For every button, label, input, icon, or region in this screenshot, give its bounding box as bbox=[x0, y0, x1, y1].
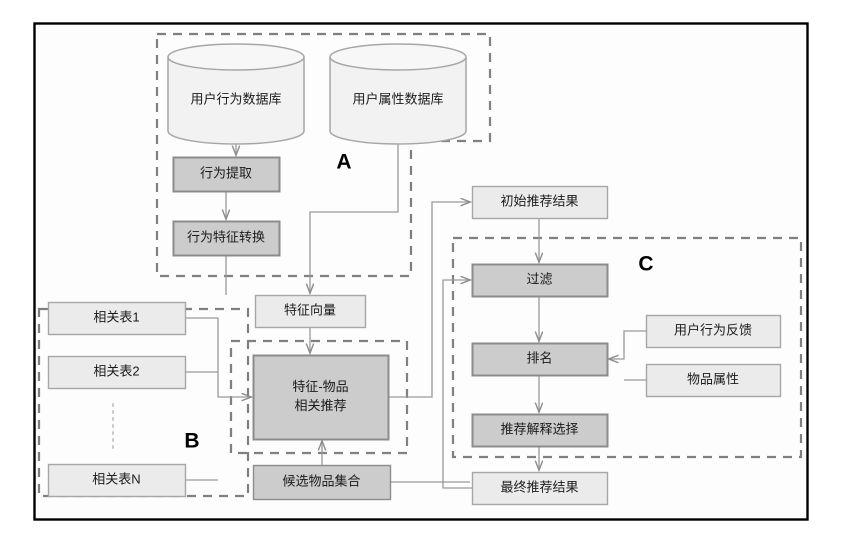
node-box bbox=[471, 413, 609, 448]
node-related-table-n[interactable]: 相关表N bbox=[47, 463, 187, 498]
edge-attrdb-to-featurevector bbox=[310, 130, 399, 293]
node-box bbox=[47, 355, 187, 390]
node-ranking[interactable]: 排名 bbox=[471, 342, 609, 377]
node-box bbox=[645, 314, 782, 349]
cylinder-body bbox=[167, 57, 305, 145]
cylinder-top bbox=[329, 43, 467, 71]
node-label: 候选物品集合 bbox=[282, 473, 360, 488]
node-box bbox=[172, 220, 281, 257]
edge-feedback-to-ranking bbox=[609, 330, 646, 359]
edge-final-to-filter-loop bbox=[442, 280, 472, 489]
node-filter[interactable]: 过滤 bbox=[471, 263, 609, 298]
node-label: 用户行为数据库 bbox=[190, 91, 281, 106]
node-box bbox=[252, 464, 392, 501]
node-box bbox=[471, 185, 609, 220]
node-label: 最终推荐结果 bbox=[500, 479, 578, 494]
group-label-b: B bbox=[184, 430, 199, 453]
node-feature-vector[interactable]: 特征向量 bbox=[254, 294, 367, 329]
node-user-attribute-db[interactable]: 用户属性数据库 bbox=[329, 43, 467, 145]
node-box bbox=[471, 471, 609, 506]
node-box bbox=[471, 342, 609, 377]
node-user-behavior-feedback[interactable]: 用户行为反馈 bbox=[645, 314, 782, 349]
node-final-recommendation[interactable]: 最终推荐结果 bbox=[471, 471, 609, 506]
group-label-c: C bbox=[638, 253, 653, 276]
node-initial-recommendation[interactable]: 初始推荐结果 bbox=[471, 185, 609, 220]
node-label: 用户属性数据库 bbox=[352, 91, 443, 106]
node-user-behavior-db[interactable]: 用户行为数据库 bbox=[167, 43, 305, 145]
node-label: 相关表N bbox=[92, 471, 140, 486]
connectors bbox=[185, 130, 646, 489]
node-label: 相关推荐 bbox=[294, 398, 346, 413]
node-recommendation-explanation[interactable]: 推荐解释选择 bbox=[471, 413, 609, 448]
group-labels-layer: A B C bbox=[184, 151, 653, 453]
node-label: 用户行为反馈 bbox=[674, 322, 752, 337]
node-label: 行为特征转换 bbox=[187, 229, 265, 244]
node-behavior-feature-transform[interactable]: 行为特征转换 bbox=[172, 220, 281, 257]
node-item-attribute[interactable]: 物品属性 bbox=[645, 363, 782, 398]
node-label: 排名 bbox=[526, 350, 552, 365]
node-box bbox=[645, 363, 782, 398]
node-label: 特征向量 bbox=[284, 302, 336, 317]
node-candidate-item-set[interactable]: 候选物品集合 bbox=[252, 464, 392, 501]
node-box bbox=[471, 263, 609, 298]
edge-recommend-to-initial bbox=[388, 202, 470, 398]
node-related-table-1[interactable]: 相关表1 bbox=[47, 301, 187, 336]
node-box bbox=[252, 354, 390, 441]
group-label-a: A bbox=[336, 151, 351, 174]
node-box bbox=[254, 294, 367, 329]
node-label: 特征-物品 bbox=[292, 379, 348, 394]
node-label: 相关表2 bbox=[93, 363, 139, 378]
node-label: 初始推荐结果 bbox=[500, 193, 578, 208]
cylinder-body bbox=[329, 57, 467, 145]
node-label: 相关表1 bbox=[93, 309, 139, 324]
node-label: 物品属性 bbox=[687, 371, 739, 386]
node-behavior-extraction[interactable]: 行为提取 bbox=[172, 156, 281, 193]
node-label: 过滤 bbox=[526, 271, 552, 286]
node-box bbox=[47, 463, 187, 498]
node-box bbox=[172, 156, 281, 193]
group-region-c bbox=[451, 236, 803, 459]
edge-table1-bus bbox=[185, 317, 251, 397]
node-label: 行为提取 bbox=[200, 165, 252, 180]
node-label: 推荐解释选择 bbox=[500, 421, 578, 436]
node-related-table-2[interactable]: 相关表2 bbox=[47, 355, 187, 390]
cylinder-top bbox=[167, 43, 305, 71]
node-box bbox=[47, 301, 187, 336]
